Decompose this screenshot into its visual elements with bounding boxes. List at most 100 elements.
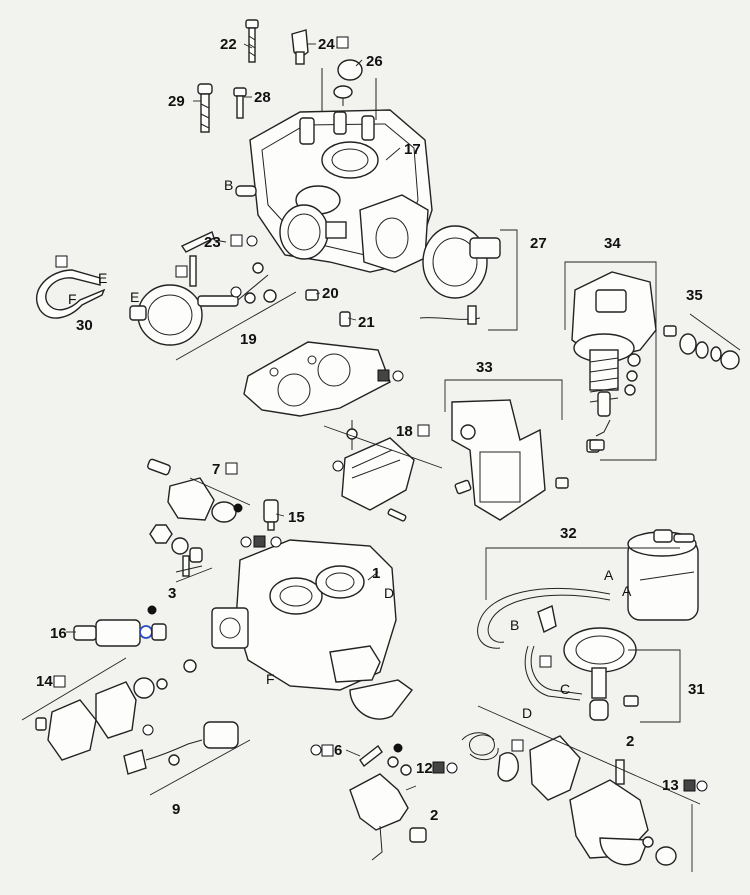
callout-20: 20 — [322, 285, 339, 302]
empty-circle-gasket — [392, 370, 404, 382]
screw-29 — [197, 83, 213, 133]
nut-set-3 — [149, 524, 203, 577]
vacuum-unit-27 — [419, 225, 501, 325]
callout-3: 3 — [168, 585, 176, 602]
callout-13: 13 — [662, 777, 679, 794]
callout-1: 1 — [372, 565, 380, 582]
jet-15 — [263, 499, 279, 531]
empty-square-19 — [175, 265, 188, 278]
bracket-33 — [451, 399, 605, 521]
gasket — [243, 341, 391, 417]
callout-19: 19 — [240, 331, 257, 348]
empty-square-7 — [225, 462, 238, 475]
air-intake-18 — [341, 420, 415, 522]
empty-square-23 — [230, 234, 243, 247]
callout-23: 23 — [204, 234, 221, 251]
hose-32 — [477, 588, 611, 649]
letter-E-hose: E — [98, 270, 107, 286]
callout-2-right: 2 — [626, 733, 634, 750]
nut-12 — [387, 756, 412, 776]
empty-square-18 — [417, 424, 430, 437]
screw-6 — [359, 743, 403, 768]
fitting-B — [537, 605, 557, 633]
empty-circle-23 — [246, 235, 258, 247]
callout-28: 28 — [254, 89, 271, 106]
letter-D-hose: D — [522, 705, 532, 721]
letter-B-top: B — [224, 177, 233, 193]
hose-30 — [35, 269, 106, 319]
valve-assembly-7 — [147, 458, 243, 523]
leader-lines — [66, 43, 417, 791]
callout-15: 15 — [288, 509, 305, 526]
empty-square-C — [539, 655, 552, 668]
empty-square-24 — [336, 36, 349, 49]
callout-26: 26 — [366, 53, 383, 70]
callout-12: 12 — [416, 760, 433, 777]
callout-27: 27 — [530, 235, 547, 252]
carburetor-main-body — [211, 539, 413, 720]
letter-F-body: F — [266, 671, 275, 687]
fitting-35 — [663, 325, 740, 370]
letter-A-upper: A — [604, 567, 614, 583]
sensor-9 — [123, 721, 239, 775]
callout-16: 16 — [50, 625, 67, 642]
empty-square-30 — [55, 255, 68, 268]
empty-circle-6 — [310, 744, 322, 756]
hatched-square-12 — [432, 761, 445, 774]
filled-circle-16 — [147, 605, 157, 615]
callout-21: 21 — [358, 314, 375, 331]
empty-square-6 — [321, 744, 334, 757]
callout-14: 14 — [36, 673, 53, 690]
callout-33: 33 — [476, 359, 493, 376]
choke-unit-19 — [129, 255, 277, 346]
empty-circle-19 — [230, 286, 242, 298]
letter-F-hose: F — [68, 291, 77, 307]
empty-circle-15b — [270, 536, 282, 548]
callout-31: 31 — [688, 681, 705, 698]
letter-E-choke: E — [130, 289, 139, 305]
empty-circle-18 — [332, 460, 344, 472]
lever-2-right — [529, 735, 677, 866]
carburetor-top-cover — [235, 68, 433, 273]
callout-22: 22 — [220, 36, 237, 53]
callout-32: 32 — [560, 525, 577, 542]
connection-letters: B E E F D F A A B C D — [68, 177, 632, 721]
callout-35: 35 — [686, 287, 703, 304]
empty-square-spring — [511, 739, 524, 752]
letter-A-lower: A — [622, 583, 632, 599]
hatched-square-15 — [253, 535, 266, 548]
hatched-square-gasket — [377, 369, 390, 382]
callout-30: 30 — [76, 317, 93, 334]
empty-circle-15a — [240, 536, 252, 548]
screw-22 — [245, 19, 259, 63]
fitting-24 — [291, 29, 309, 65]
letter-C: C — [560, 681, 570, 697]
callout-6: 6 — [334, 742, 342, 759]
letter-D-body: D — [384, 585, 394, 601]
spring — [461, 732, 519, 782]
letter-B-hose: B — [510, 617, 519, 633]
pin-23 — [180, 231, 215, 253]
empty-circle-13 — [696, 780, 708, 792]
callout-18: 18 — [396, 423, 413, 440]
callout-17: 17 — [404, 141, 421, 158]
callout-24: 24 — [318, 36, 335, 53]
hose-C — [524, 645, 583, 701]
vacuum-valve-31 — [563, 627, 639, 721]
callout-34: 34 — [604, 235, 621, 252]
hatched-square-13 — [683, 779, 696, 792]
empty-circle-12 — [446, 762, 458, 774]
empty-circle-14 — [142, 724, 154, 736]
lever-2-bottom — [349, 773, 427, 861]
callout-7: 7 — [212, 461, 220, 478]
callout-9: 9 — [172, 801, 180, 818]
callout-29: 29 — [168, 93, 185, 110]
canister-32 — [627, 529, 699, 621]
solenoid-16 — [73, 619, 167, 647]
empty-square-14 — [53, 675, 66, 688]
callout-2-bottom: 2 — [430, 807, 438, 824]
symbol-marks — [53, 36, 708, 792]
screw-20 — [305, 289, 319, 301]
cap-26 — [333, 59, 363, 106]
throttle-sensor-34 — [571, 271, 657, 453]
